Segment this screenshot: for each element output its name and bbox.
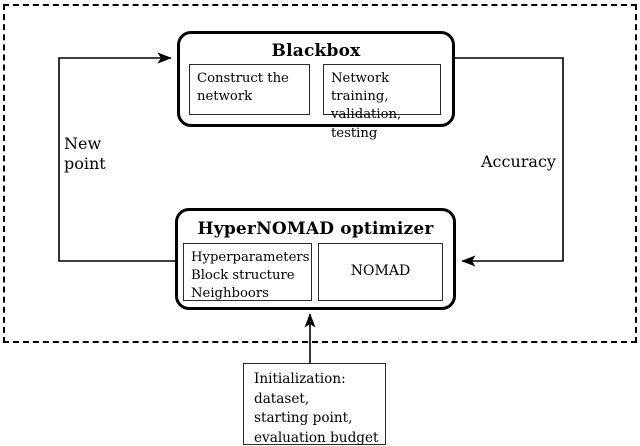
hypernomad-optimizer-title: HyperNOMAD optimizer <box>197 219 434 239</box>
optimizer-panel-inputs: Hyperparameters Block structure Neighboo… <box>183 243 312 301</box>
blackbox-step-network-training: Network training, validation, testing <box>323 64 441 141</box>
edge-label-new-point: New point <box>64 134 106 173</box>
blackbox-step-construct-network: Construct the network <box>189 64 310 115</box>
optimizer-panel-nomad: NOMAD <box>318 243 443 301</box>
blackbox-title: Blackbox <box>271 41 361 61</box>
edge-label-accuracy: Accuracy <box>481 152 556 171</box>
loop-boundary-dashed-region <box>3 4 637 343</box>
initialization-box: Initialization: dataset, starting point,… <box>243 363 386 446</box>
